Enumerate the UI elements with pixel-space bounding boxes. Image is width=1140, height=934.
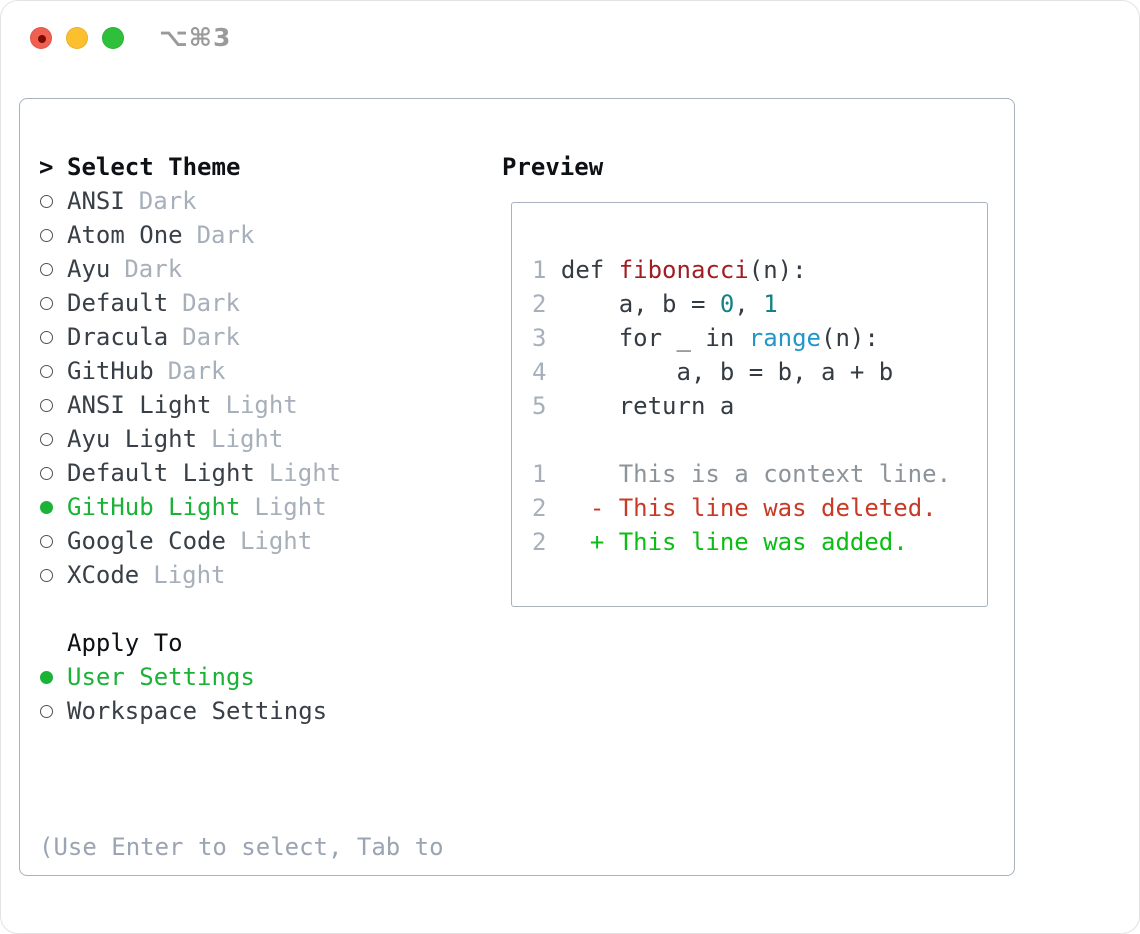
zoom-button[interactable] bbox=[102, 27, 124, 49]
code-line-2: 2 a, b = 0, 1 bbox=[532, 290, 778, 318]
radio-selected-icon bbox=[40, 670, 53, 684]
preview-blank-line bbox=[532, 219, 987, 253]
radio-unselected-icon bbox=[40, 704, 53, 718]
apply-option-workspace-settings[interactable]: Workspace Settings bbox=[39, 694, 494, 728]
variant-tag: Dark bbox=[124, 255, 183, 283]
select-theme-title: Select Theme bbox=[67, 153, 241, 181]
preview-pane: 1 def fibonacci(n): 2 a, b = 0, 1 3 for … bbox=[511, 202, 988, 607]
radio-unselected-icon bbox=[40, 194, 53, 208]
radio-unselected-icon bbox=[40, 296, 53, 310]
variant-tag: Light bbox=[268, 459, 342, 487]
radio-unselected-icon bbox=[40, 364, 53, 378]
close-button[interactable] bbox=[30, 27, 52, 49]
number-token: 0 bbox=[719, 290, 735, 318]
apply-to-section: Apply To User Settings Workspace Setting… bbox=[39, 626, 494, 728]
function-name-token: fibonacci bbox=[618, 256, 749, 284]
variant-tag: Light bbox=[225, 391, 298, 419]
variant-tag: Dark bbox=[167, 357, 226, 385]
apply-to-header: Apply To bbox=[67, 629, 183, 657]
code-line-3: 3 for _ in range(n): bbox=[532, 324, 879, 352]
focus-caret-icon: > bbox=[39, 153, 54, 181]
diff-deleted-line: 2 - This line was deleted. bbox=[532, 494, 937, 522]
keyboard-hint: (Use Enter to select, Tab to change focu… bbox=[39, 762, 494, 933]
preview-title: Preview bbox=[502, 153, 604, 181]
code-line-4: 4 a, b = b, a + b bbox=[532, 358, 894, 386]
diff-context-line: 1 This is a context line. bbox=[532, 460, 952, 488]
radio-unselected-icon bbox=[40, 534, 53, 548]
variant-tag: Dark bbox=[196, 221, 255, 249]
radio-unselected-icon bbox=[40, 228, 53, 242]
minimize-button[interactable] bbox=[66, 27, 88, 49]
variant-tag: Light bbox=[254, 493, 327, 521]
radio-unselected-icon bbox=[40, 432, 53, 446]
number-token: 1 bbox=[763, 290, 778, 318]
radio-unselected-icon bbox=[40, 466, 53, 480]
code-line-1: 1 def fibonacci(n): bbox=[532, 256, 807, 284]
diff-added-line: 2 + This line was added. bbox=[532, 528, 908, 556]
variant-tag: Dark bbox=[182, 289, 240, 317]
preview-blank-line bbox=[532, 423, 987, 457]
keyboard-hint-line1: (Use Enter to select, Tab to bbox=[39, 833, 444, 861]
variant-tag: Light bbox=[239, 527, 313, 555]
close-button-dot-icon bbox=[38, 35, 46, 43]
variant-tag: Light bbox=[153, 561, 226, 589]
code-line-5: 5 return a bbox=[532, 392, 735, 420]
title-bar: ⌥⌘3 bbox=[1, 1, 1139, 75]
radio-unselected-icon bbox=[40, 262, 53, 276]
builtin-token: range bbox=[748, 324, 821, 352]
variant-tag: Dark bbox=[182, 323, 240, 351]
window-shortcut-label: ⌥⌘3 bbox=[159, 23, 232, 52]
radio-selected-icon bbox=[40, 500, 53, 514]
radio-unselected-icon bbox=[40, 330, 53, 344]
apply-option-user-settings[interactable]: User Settings bbox=[39, 660, 494, 694]
radio-unselected-icon bbox=[40, 568, 53, 582]
variant-tag: Dark bbox=[138, 187, 197, 215]
radio-unselected-icon bbox=[40, 398, 53, 412]
variant-tag: Light bbox=[211, 425, 284, 453]
select-theme-header: > Select Theme bbox=[39, 150, 494, 184]
